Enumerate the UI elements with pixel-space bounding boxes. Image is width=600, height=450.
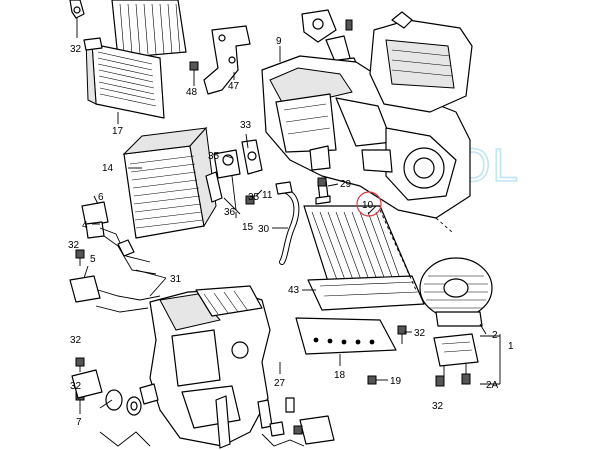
callout-2: 2 (492, 330, 498, 341)
mounting-bracket (189, 25, 251, 95)
callout-10: 10 (362, 200, 374, 211)
callout-33: 33 (240, 120, 252, 131)
bottom-small-parts (257, 397, 335, 445)
callout-5: 5 (90, 254, 96, 265)
seal-gasket (295, 317, 397, 366)
highlight-circle (356, 191, 382, 217)
blower-motor (419, 257, 493, 327)
flap-actuators (69, 201, 161, 313)
recirculation-flap-housing (369, 11, 473, 113)
callout-32: 32 (68, 240, 80, 251)
filter-cover (307, 275, 425, 311)
callout-29: 29 (340, 179, 352, 190)
callout-48: 48 (186, 87, 198, 98)
callout-31: 31 (170, 274, 182, 285)
callout-14: 14 (102, 163, 114, 174)
callout-17: 17 (112, 126, 124, 137)
callout-9: 9 (276, 36, 282, 47)
callout-15: 15 (242, 222, 254, 233)
callout-4: 4 (82, 220, 88, 231)
callout-47: 47 (228, 81, 240, 92)
callout-36: 36 (224, 207, 236, 218)
callout-labels: 32 9 48 47 17 33 14 35 35 11 36 15 29 10… (68, 36, 514, 428)
callout-35: 35 (208, 151, 220, 162)
callout-32: 32 (70, 381, 82, 392)
callout-35: 35 (248, 192, 260, 203)
callout-1: 1 (508, 341, 514, 352)
callout-2a: 2A (486, 380, 499, 391)
callout-32: 32 (432, 401, 444, 412)
callout-6: 6 (98, 192, 104, 203)
leader-lines (79, 46, 501, 447)
callout-18: 18 (334, 370, 346, 381)
heater-core (83, 37, 165, 124)
lower-ac-housing (149, 285, 271, 449)
top-filter-element (111, 0, 187, 59)
drain-hose (275, 181, 300, 265)
callout-32: 32 (70, 335, 82, 346)
callout-11: 11 (262, 190, 273, 201)
callout-19: 19 (390, 376, 402, 387)
callout-30: 30 (258, 224, 270, 235)
callout-32: 32 (70, 44, 82, 55)
bottom-left-motors (71, 369, 159, 416)
callout-32: 32 (414, 328, 426, 339)
air-distribution-housing (261, 55, 471, 219)
evaporator (122, 126, 217, 239)
callout-27: 27 (274, 378, 286, 389)
top-left-bracket-part (69, 0, 85, 38)
callout-43: 43 (288, 285, 300, 296)
callout-7: 7 (76, 417, 82, 428)
